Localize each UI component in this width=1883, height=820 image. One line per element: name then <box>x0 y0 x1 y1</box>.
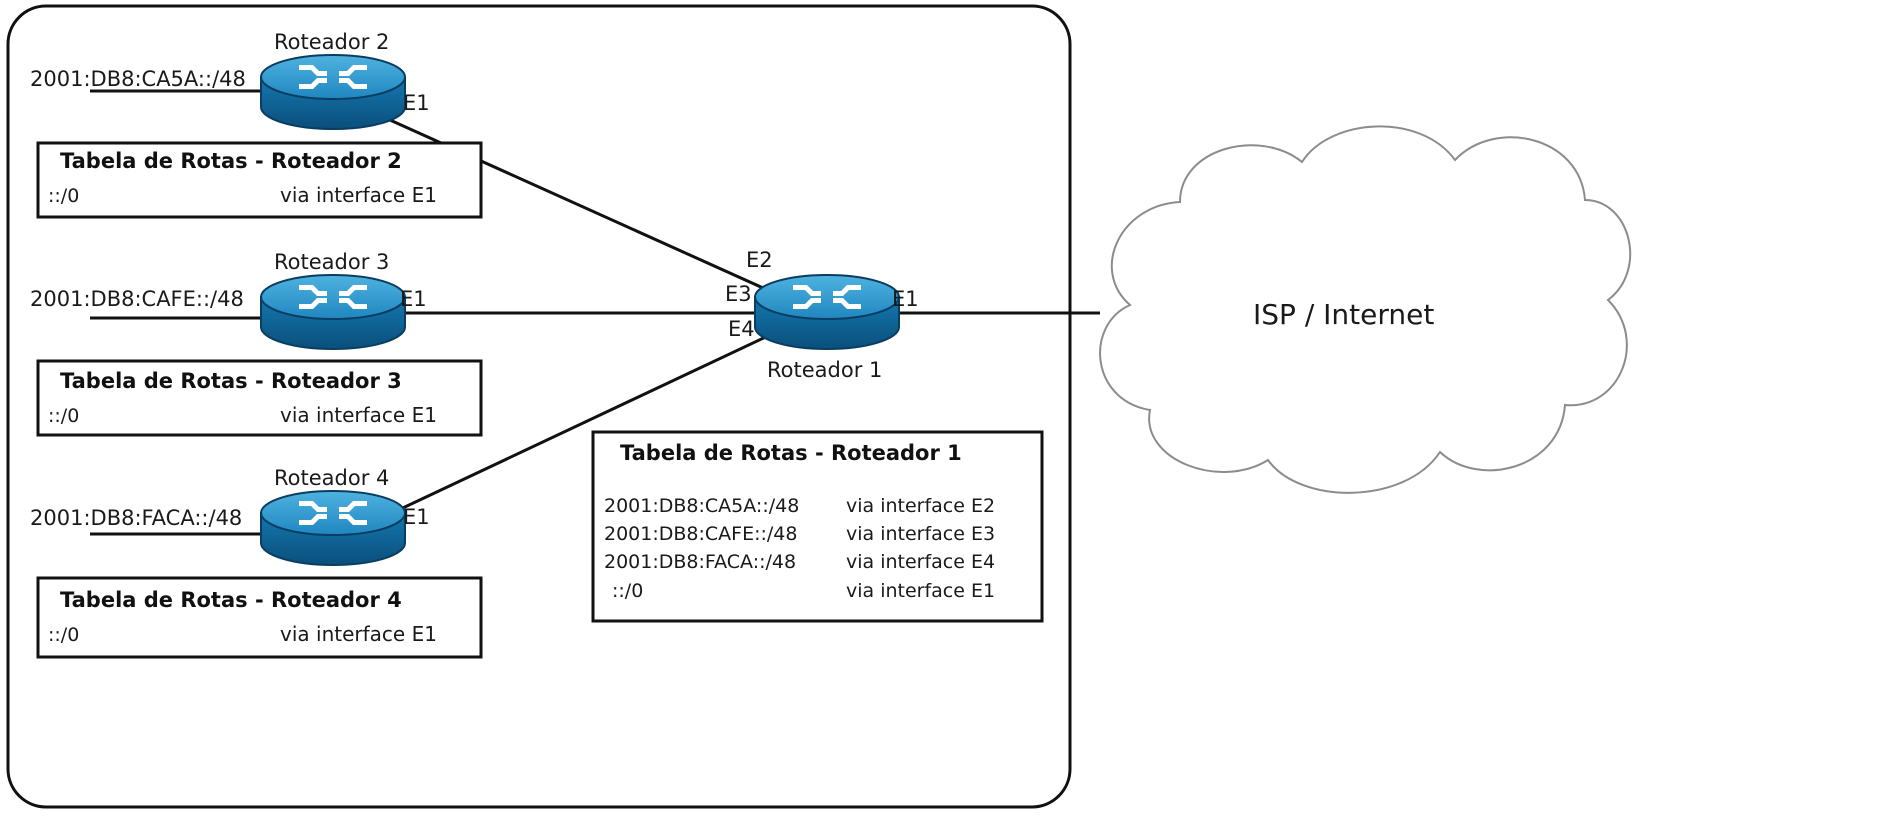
router-3-network: 2001:DB8:CAFE::/48 <box>30 287 244 311</box>
router-3-icon <box>260 274 406 350</box>
router-4-icon <box>260 490 406 566</box>
routing-table-r3-row-via: via interface E1 <box>280 403 437 427</box>
router-4-name: Roteador 4 <box>274 466 389 490</box>
router-3-interface-label: E1 <box>400 287 427 311</box>
router-2-interface-label: E1 <box>403 91 430 115</box>
router-3-name: Roteador 3 <box>274 250 389 274</box>
routing-table-r4-row-dest: ::/0 <box>48 624 79 646</box>
routing-table-r1-row-2-dest: 2001:DB8:CAFE::/48 <box>604 523 798 545</box>
link-r4-r1 <box>389 332 773 516</box>
routing-table-r1-row-2-via: via interface E3 <box>846 523 995 545</box>
routing-table-r4: Tabela de Rotas - Roteador 4 ::/0 via in… <box>36 576 483 659</box>
router-1-e3-label: E3 <box>725 282 752 306</box>
isp-cloud <box>1099 125 1632 494</box>
router-1-e2-label: E2 <box>746 248 773 272</box>
router-2-icon <box>260 54 406 130</box>
routing-table-r1-row-3-dest: 2001:DB8:FACA::/48 <box>604 551 796 573</box>
routing-table-r1-title: Tabela de Rotas - Roteador 1 <box>620 441 962 465</box>
routing-table-r2: Tabela de Rotas - Roteador 2 ::/0 via in… <box>36 141 483 219</box>
routing-table-r3: Tabela de Rotas - Roteador 3 ::/0 via in… <box>36 359 483 437</box>
routing-table-r1-row-3-via: via interface E4 <box>846 551 995 573</box>
router-2-network: 2001:DB8:CA5A::/48 <box>30 67 246 91</box>
router-1-icon <box>754 274 900 350</box>
router-1-name: Roteador 1 <box>767 358 882 382</box>
router-2-name: Roteador 2 <box>274 30 389 54</box>
router-1-e4-label: E4 <box>728 317 755 341</box>
routing-table-r3-row-dest: ::/0 <box>48 405 79 427</box>
router-4-interface-label: E1 <box>403 505 430 529</box>
local-network-boundary <box>6 4 1072 809</box>
router-1-e1-label: E1 <box>892 287 919 311</box>
router-4-network: 2001:DB8:FACA::/48 <box>30 506 242 530</box>
isp-cloud-label: ISP / Internet <box>1253 298 1434 331</box>
routing-table-r1-row-1-dest: 2001:DB8:CA5A::/48 <box>604 495 799 517</box>
routing-table-r4-row-via: via interface E1 <box>280 622 437 646</box>
routing-table-r2-row-via: via interface E1 <box>280 183 437 207</box>
routing-table-r4-title: Tabela de Rotas - Roteador 4 <box>60 588 402 612</box>
routing-table-r1-row-4-via: via interface E1 <box>846 580 995 602</box>
routing-table-r1-row-4-dest: ::/0 <box>612 580 643 602</box>
routing-table-r1-row-1-via: via interface E2 <box>846 495 995 517</box>
routing-table-r1: Tabela de Rotas - Roteador 1 2001:DB8:CA… <box>591 430 1044 623</box>
routing-table-r2-row-dest: ::/0 <box>48 185 79 207</box>
routing-table-r2-title: Tabela de Rotas - Roteador 2 <box>60 149 402 173</box>
routing-table-r3-title: Tabela de Rotas - Roteador 3 <box>60 369 402 393</box>
